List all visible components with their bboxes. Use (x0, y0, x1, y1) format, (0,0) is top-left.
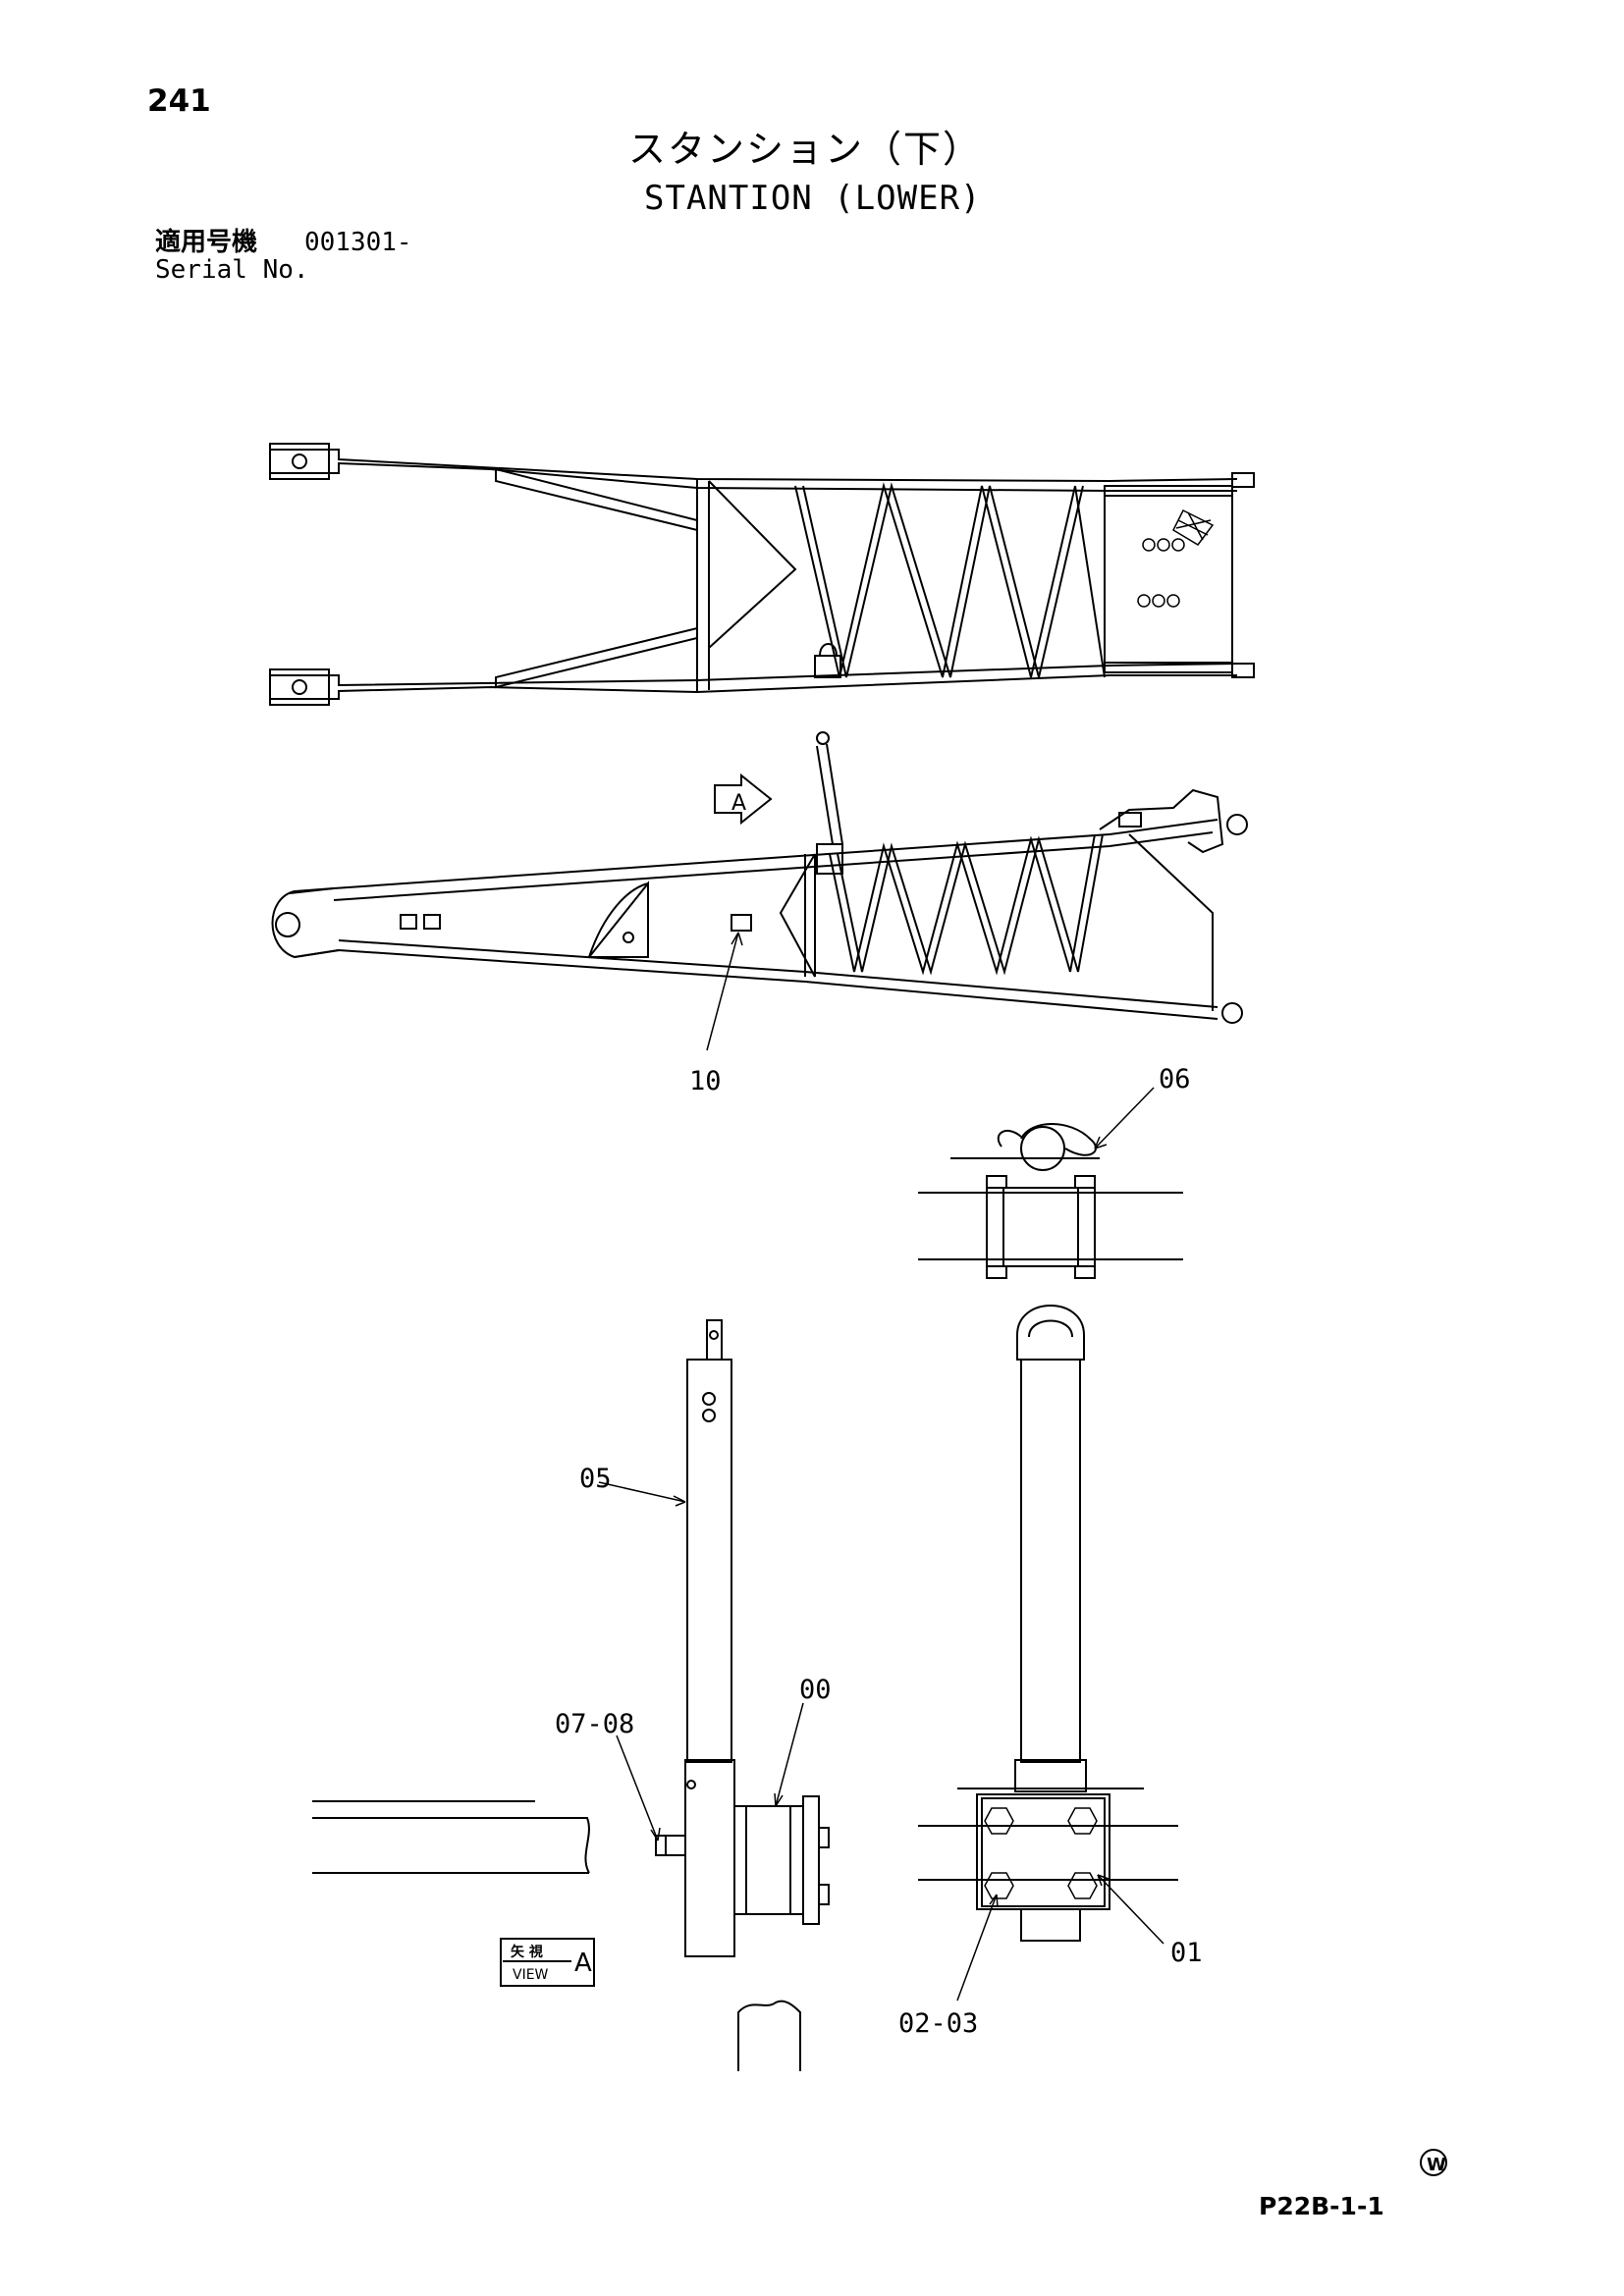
serial-number-value: 001301- (304, 228, 412, 257)
view-arrow-letter: A (731, 791, 746, 816)
view-box-english: VIEW (513, 1967, 549, 1983)
callout-05: 05 (579, 1464, 612, 1494)
callout-02-03: 02-03 (898, 2008, 978, 2039)
callout-10: 10 (689, 1066, 722, 1096)
callout-07-08: 07-08 (555, 1709, 634, 1739)
stantion-front-view (918, 1305, 1178, 2002)
boom-top-view (269, 443, 1255, 706)
w-mark-letter: W (1427, 2155, 1446, 2175)
serial-label-japanese: 適用号機 (155, 228, 258, 257)
pin-detail-06 (918, 1087, 1183, 1279)
boom-side-view (271, 731, 1248, 1024)
view-box-japanese: 矢 視 (511, 1944, 543, 1960)
view-a-box (500, 1938, 595, 1987)
callout-06: 06 (1159, 1064, 1191, 1095)
stantion-side-view (312, 1319, 830, 1957)
view-box-letter: A (574, 1949, 592, 1978)
callout-00: 00 (799, 1675, 832, 1705)
boom-section-cutoff (737, 2000, 801, 2071)
page-number: 241 (147, 83, 211, 119)
leader-line-10 (706, 932, 739, 1051)
callout-01: 01 (1170, 1938, 1203, 1968)
title-english: STANTION (LOWER) (644, 179, 982, 218)
view-arrow-icon (714, 773, 773, 826)
serial-label-english: Serial No. (155, 255, 309, 285)
title-japanese: スタンション（下） (628, 128, 983, 171)
w-mark-icon (1420, 2149, 1447, 2176)
page-code: P22B-1-1 (1259, 2192, 1384, 2220)
